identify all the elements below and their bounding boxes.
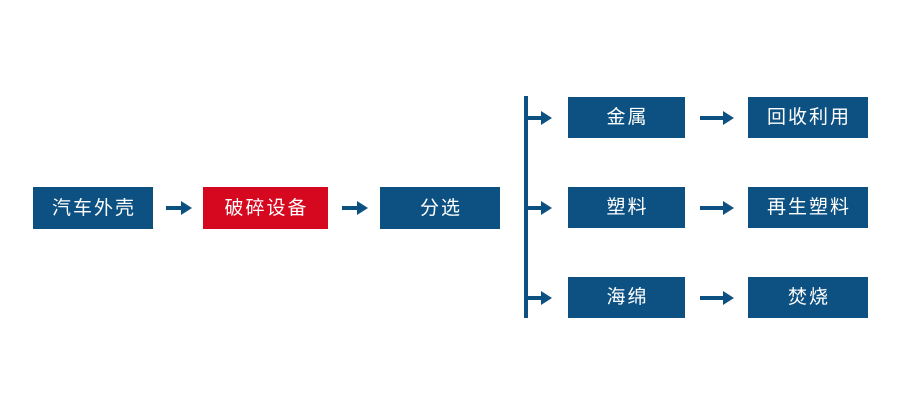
arrow-head (181, 201, 192, 215)
arrow-shaft (700, 206, 724, 210)
arrow-head (541, 201, 552, 215)
arrow-head (723, 111, 734, 125)
node-sponge[interactable]: 海绵 (568, 277, 685, 318)
arrow-head (357, 201, 368, 215)
node-recycle-reuse[interactable]: 回收利用 (748, 97, 868, 138)
arrow-shaft (700, 296, 724, 300)
arrow-head (723, 201, 734, 215)
node-metal[interactable]: 金属 (568, 97, 685, 138)
node-car-shell[interactable]: 汽车外壳 (33, 187, 153, 229)
arrow-shaft (166, 206, 182, 210)
node-crushing-equipment[interactable]: 破碎设备 (203, 187, 328, 229)
arrow-shaft (700, 116, 724, 120)
arrow-shaft (526, 116, 542, 120)
node-plastic[interactable]: 塑料 (568, 187, 685, 228)
node-incineration[interactable]: 焚烧 (748, 277, 868, 318)
node-recycled-plastic[interactable]: 再生塑料 (748, 187, 868, 228)
arrow-shaft (526, 296, 542, 300)
arrow-shaft (526, 206, 542, 210)
arrow-head (541, 291, 552, 305)
arrow-shaft (342, 206, 358, 210)
arrow-head (541, 111, 552, 125)
arrow-head (723, 291, 734, 305)
node-sorting[interactable]: 分选 (380, 187, 500, 229)
